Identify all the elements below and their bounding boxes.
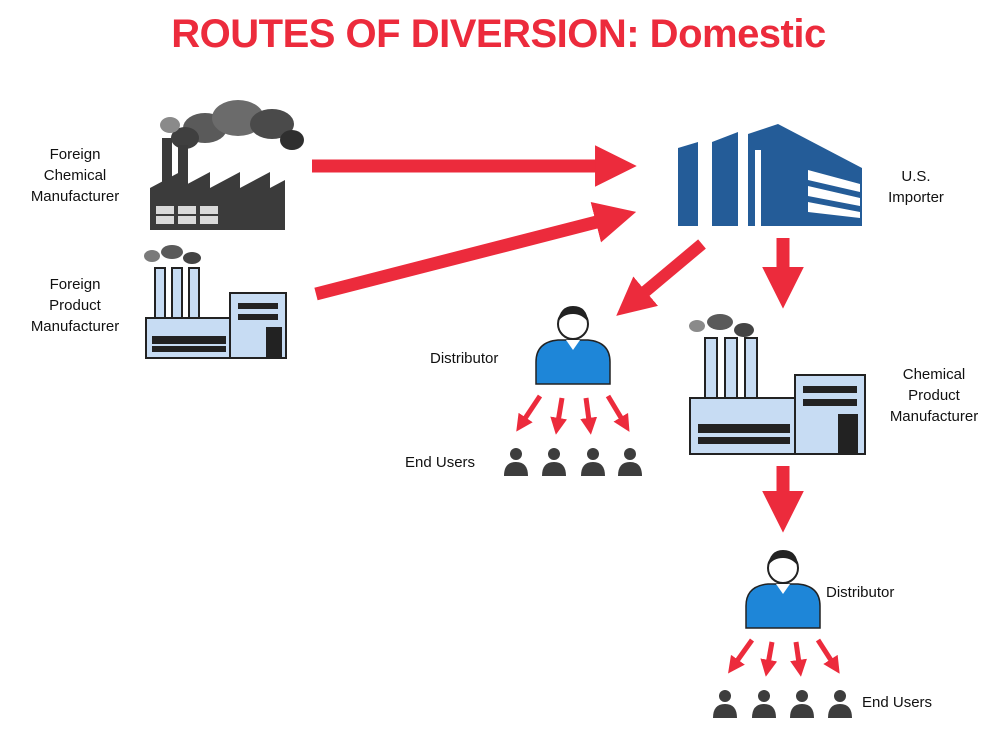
- label-us-importer: U.S. Importer: [888, 168, 944, 206]
- page-title: ROUTES OF DIVERSION: Domestic: [171, 12, 826, 56]
- label-foreign-chemical-manufacturer: Foreign Chemical Manufacturer: [30, 146, 120, 205]
- label-end-users-1: End Users: [405, 454, 476, 471]
- arrow-distributor-to-user: [760, 641, 778, 677]
- arrow-distributor-to-user: [815, 638, 840, 674]
- arrow-importer-to-distributor: [616, 239, 706, 316]
- arrow-distributor-to-user: [790, 641, 807, 677]
- us-importer-building-icon: [678, 124, 862, 226]
- label-distributor-1: Distributor: [430, 350, 499, 367]
- label-chemical-product-manufacturer: Chemical Product Manufacturer: [889, 366, 979, 425]
- arrow-distributor-to-user: [605, 394, 630, 432]
- arrow-distributor-to-user: [550, 397, 568, 435]
- arrow-product-to-importer: [314, 202, 637, 301]
- chemical-product-factory-icon: [689, 314, 866, 455]
- arrow-distributor-to-user: [580, 397, 598, 435]
- label-end-users-2: End Users: [862, 694, 933, 711]
- distributor-person-icon: [745, 550, 821, 629]
- arrow-distributor-to-user: [728, 638, 755, 674]
- flow-arrows: [312, 145, 840, 677]
- end-users-icon: [713, 690, 852, 718]
- end-users-icon: [504, 448, 642, 476]
- arrow-distributor-to-user: [516, 394, 543, 432]
- label-foreign-product-manufacturer: Foreign Product Manufacturer: [30, 276, 120, 335]
- label-distributor-2: Distributor: [826, 584, 895, 601]
- distributor-person-icon: [535, 306, 611, 385]
- light-blue-factory-icon: [144, 245, 287, 359]
- dark-factory-icon: [150, 100, 304, 230]
